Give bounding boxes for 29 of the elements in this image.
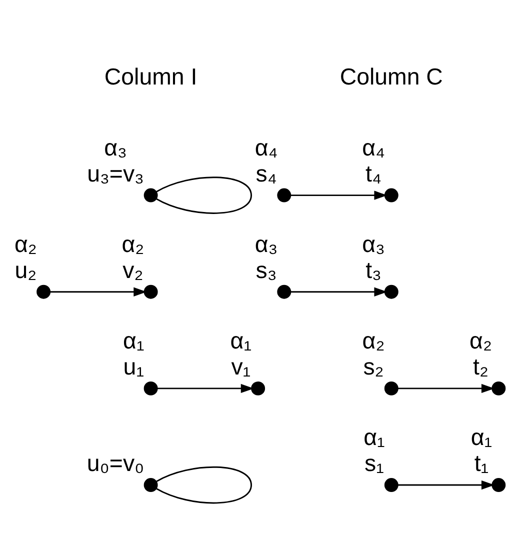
node-label: s₂ [363,354,384,380]
node-label: α₄ [254,134,278,160]
node-label: α₁ [470,424,492,450]
node-label: u₃=v₃ [87,160,144,186]
label: Column I [104,63,198,90]
node-label: α₂ [122,230,144,257]
node-label: s₄ [256,160,277,186]
label: Column C [340,63,443,90]
node-label: α₃ [254,230,278,257]
node-label: t₁ [474,450,489,476]
node-label: α₁ [230,328,252,354]
node-label: α₂ [362,328,385,354]
node-label: v₂ [122,257,144,284]
node-label: s₃ [256,257,277,284]
node-label: v₁ [231,354,251,380]
node-label: α₁ [364,424,385,450]
node-label: α₃ [104,134,127,160]
node-label: s₁ [364,450,384,476]
node-label: t₄ [366,160,382,186]
node-label: α₄ [362,134,385,160]
node-label: α₁ [123,328,144,354]
node-label: u₀=v₀ [86,450,144,476]
node-label: α₂ [14,230,37,257]
node-label: α₃ [362,230,385,257]
node-label: u₂ [14,257,37,284]
node-label: t₂ [473,354,488,380]
node-label: t₃ [366,257,382,284]
node-label: u₁ [123,354,144,380]
node-label: α₂ [470,328,492,354]
